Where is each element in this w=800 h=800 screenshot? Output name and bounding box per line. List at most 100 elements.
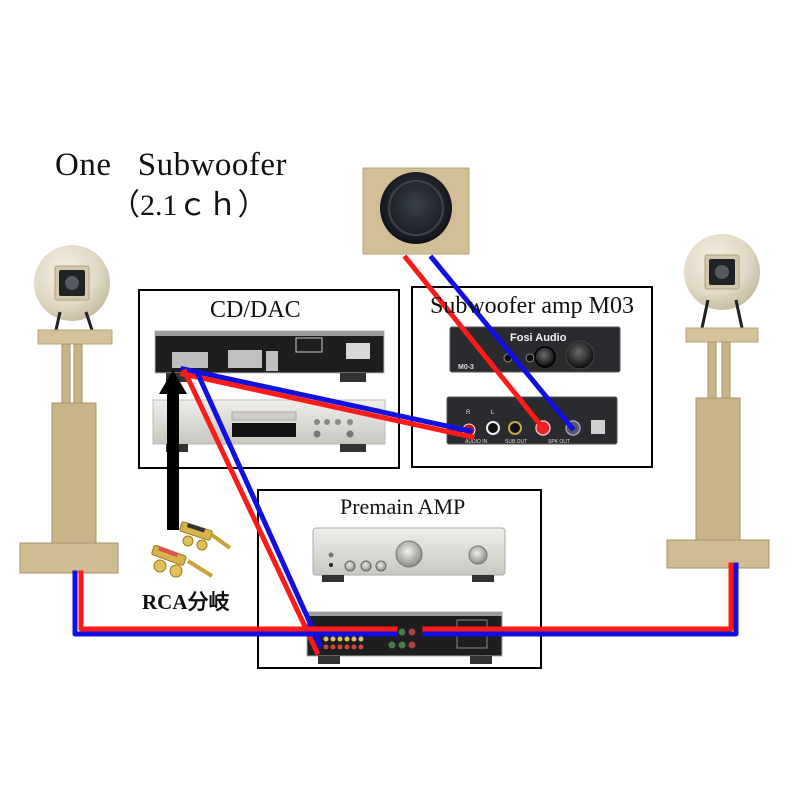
speaker-leg (734, 299, 744, 329)
rca-jack (358, 636, 364, 642)
diagram-title: One Subwoofer (55, 147, 288, 183)
stand-top-plate (685, 327, 759, 343)
rca-splitter-socket (153, 559, 167, 573)
rca-jack (351, 636, 357, 642)
rca-splitter-image (151, 521, 232, 578)
speaker-dustcap (715, 265, 729, 279)
stand-base (666, 539, 770, 569)
speaker-leg (700, 299, 710, 329)
wire-cd-amp-blue (193, 368, 324, 649)
wire-cd-fosi-red (180, 371, 475, 440)
wire-right-speaker-red (422, 562, 734, 632)
left-speaker (19, 245, 119, 574)
amp-tone-knob (344, 560, 356, 572)
cd-display (232, 423, 296, 437)
amp-volume-knob (395, 540, 423, 568)
rca-jack (344, 636, 350, 642)
wire-cd-fosi-blue (180, 366, 473, 434)
cd-disc-tray (231, 411, 297, 421)
wire-left-speaker-red (78, 570, 398, 632)
cd-button (346, 430, 354, 438)
cd-rca-output (172, 352, 208, 368)
cd-button (324, 419, 330, 425)
rca-splitter-band-black (186, 523, 206, 533)
amp-foot (470, 656, 492, 664)
amp-headphone-jack (329, 563, 333, 567)
premain-amp-rear (306, 611, 503, 664)
cd-button (314, 419, 320, 425)
amp-selector-knob (468, 545, 488, 565)
wire-sub-red (402, 254, 547, 432)
stand-column (695, 397, 741, 541)
rca-jack (330, 636, 336, 642)
rca-jack (351, 644, 357, 650)
rca-splitter-socket (182, 535, 194, 547)
premain-amp-front (312, 527, 506, 582)
rca-splitter-plug (210, 533, 232, 550)
wire-left-speaker-blue (72, 570, 398, 637)
sub-out-label: SUB OUT (505, 439, 527, 445)
amp-foot (318, 656, 340, 664)
sub-out-jack (508, 421, 522, 435)
rca-jack (337, 636, 343, 642)
rca-splitter-arrow (159, 370, 187, 530)
rca-jack (323, 644, 329, 650)
cd-dac-box (138, 289, 400, 469)
cd-dac-label: CD/DAC (210, 297, 301, 323)
subwoofer-amp-box (411, 286, 653, 468)
premain-amp-box (257, 489, 542, 669)
amp-rear-trim (307, 612, 502, 616)
right-speaker (666, 234, 770, 569)
fosi-brand-text: Fosi Audio (510, 332, 567, 344)
rca-splitter-label: RCA分岐 (142, 590, 230, 614)
dc-power-jack (591, 420, 605, 434)
rca-jack (323, 636, 329, 642)
fosi-model-text: M0-3 (458, 364, 474, 371)
cd-button (335, 419, 341, 425)
wire-right-speaker-blue (422, 562, 739, 637)
speaker-dustcap (65, 276, 79, 290)
cd-power-inlet (346, 343, 370, 359)
spk-out-label: SPK OUT (548, 439, 570, 445)
wire-sub-blue (428, 254, 576, 432)
rca-jack (337, 644, 343, 650)
rca-splitter-band-red (158, 546, 179, 558)
subwoofer-driver (380, 172, 452, 244)
audio-in-label: AUDIO IN (465, 439, 488, 445)
rca-splitter-plug (186, 559, 214, 578)
amp-power-button (328, 552, 334, 558)
cd-digital-output (228, 350, 262, 368)
input-l-mark: L (491, 410, 495, 416)
cd-player-rear (154, 330, 385, 382)
rca-splitter-socket (169, 564, 183, 578)
speaker-terminal (408, 628, 416, 636)
wire-cd-amp-red (181, 368, 321, 656)
subwoofer (362, 167, 470, 255)
speaker-terminal (388, 641, 396, 649)
stand-post (721, 341, 731, 401)
stand-column (51, 402, 97, 544)
subwoofer-surround (388, 180, 444, 236)
speaker-terminal (408, 641, 416, 649)
speaker-leg (54, 311, 62, 331)
amp-rca-inputs (323, 636, 364, 650)
rca-jack (330, 644, 336, 650)
input-r-mark: R (466, 410, 471, 416)
wires (72, 254, 739, 656)
cd-button (313, 430, 321, 438)
cd-player-front (152, 399, 386, 452)
cd-rating-label (295, 337, 323, 353)
arrow-shaft (167, 392, 179, 530)
amp-foot (322, 575, 344, 582)
freq-knob (534, 346, 556, 368)
diagram-subtitle: （2.1ｃｈ） (110, 189, 268, 222)
amp-tone-knob (360, 560, 372, 572)
speaker-leg (84, 311, 94, 331)
rca-jack (344, 644, 350, 650)
stand-base (19, 542, 119, 574)
stand-post (61, 343, 71, 405)
cd-switch (266, 351, 278, 371)
speaker-terminal (398, 628, 406, 636)
